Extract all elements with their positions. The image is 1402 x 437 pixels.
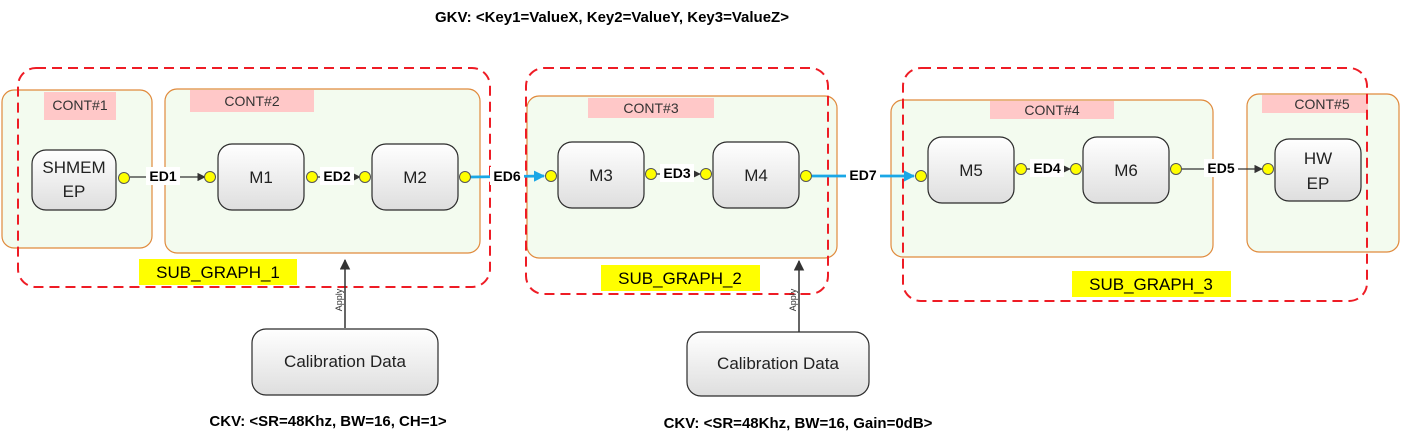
module-hw-ep[interactable]: HW EP: [1274, 138, 1362, 202]
svg-text:SUB_GRAPH_3: SUB_GRAPH_3: [1089, 275, 1213, 294]
module-shmem-ep[interactable]: SHMEM EP: [31, 149, 117, 211]
port[interactable]: [459, 171, 471, 183]
module-label: HW: [1304, 149, 1332, 168]
module-m1[interactable]: M1: [217, 143, 305, 211]
edge-ed1-label: ED1: [149, 168, 176, 184]
calibration-data-box-1[interactable]: Calibration Data: [251, 328, 439, 396]
module-label: M4: [744, 166, 768, 185]
calibration-data-box-2[interactable]: Calibration Data: [686, 331, 870, 397]
container-tag: [990, 101, 1114, 119]
port[interactable]: [1262, 163, 1274, 175]
edge-ed2-label: ED2: [323, 168, 350, 184]
port[interactable]: [915, 170, 927, 182]
edge-ed3-label: ED3: [663, 165, 690, 181]
container-label: CONT#3: [623, 100, 678, 116]
sub-graph-1-boundary: [17, 67, 491, 288]
svg-text:SUB_GRAPH_2: SUB_GRAPH_2: [618, 269, 742, 288]
port[interactable]: [1015, 163, 1027, 175]
calibration-data-label: Calibration Data: [717, 354, 839, 373]
port[interactable]: [800, 170, 812, 182]
module-label: M2: [403, 168, 427, 187]
ckv-label-1: CKV: <SR=48Khz, BW=16, CH=1>: [209, 413, 446, 430]
module-m2[interactable]: M2: [371, 143, 459, 211]
module-label: EP: [63, 182, 86, 201]
edge-ed5-label: ED5: [1207, 160, 1234, 176]
module-m4[interactable]: M4: [712, 141, 800, 209]
module-label: M6: [1114, 161, 1138, 180]
port[interactable]: [545, 170, 557, 182]
container-label: CONT#1: [52, 97, 107, 113]
port[interactable]: [204, 171, 216, 183]
sub-graph-3-label: SUB_GRAPH_3: [1072, 271, 1231, 297]
container-label: CONT#2: [224, 93, 279, 109]
edge-ed4-label: ED4: [1033, 160, 1060, 176]
calibration-data-label: Calibration Data: [284, 352, 406, 371]
module-label: M5: [959, 161, 983, 180]
module-m6[interactable]: M6: [1082, 136, 1170, 204]
container-label: CONT#5: [1294, 96, 1349, 112]
port[interactable]: [359, 171, 371, 183]
ckv-label-2: CKV: <SR=48Khz, BW=16, Gain=0dB>: [664, 415, 933, 432]
edge-ed6-label: ED6: [493, 168, 520, 184]
port[interactable]: [700, 168, 712, 180]
sub-graph-2-label: SUB_GRAPH_2: [601, 265, 760, 291]
port[interactable]: [1070, 163, 1082, 175]
module-label: EP: [1307, 174, 1330, 193]
svg-text:SUB_GRAPH_1: SUB_GRAPH_1: [156, 263, 280, 282]
module-label: SHMEM: [42, 158, 105, 177]
sub-graph-1-label: SUB_GRAPH_1: [139, 259, 297, 285]
edge-ed7-label: ED7: [849, 167, 876, 183]
container-tag: [1262, 95, 1368, 113]
sub-graph-2-boundary: [525, 67, 829, 295]
module-m3[interactable]: M3: [557, 141, 645, 209]
apply-label: Apply: [334, 288, 344, 311]
container-tag: [588, 98, 714, 118]
container-tag: [44, 92, 116, 120]
port[interactable]: [1170, 163, 1182, 175]
sub-graph-3-boundary: [902, 67, 1368, 302]
port[interactable]: [306, 171, 318, 183]
module-label: M3: [589, 166, 613, 185]
module-label: M1: [249, 168, 273, 187]
container-label: CONT#4: [1024, 102, 1079, 118]
gkv-label: GKV: <Key1=ValueX, Key2=ValueY, Key3=Val…: [435, 9, 789, 26]
container-tag: [190, 90, 314, 112]
port[interactable]: [645, 168, 657, 180]
module-m5[interactable]: M5: [927, 136, 1015, 204]
ports: [118, 163, 1274, 184]
apply-label: Apply: [788, 288, 798, 311]
port[interactable]: [118, 172, 130, 184]
